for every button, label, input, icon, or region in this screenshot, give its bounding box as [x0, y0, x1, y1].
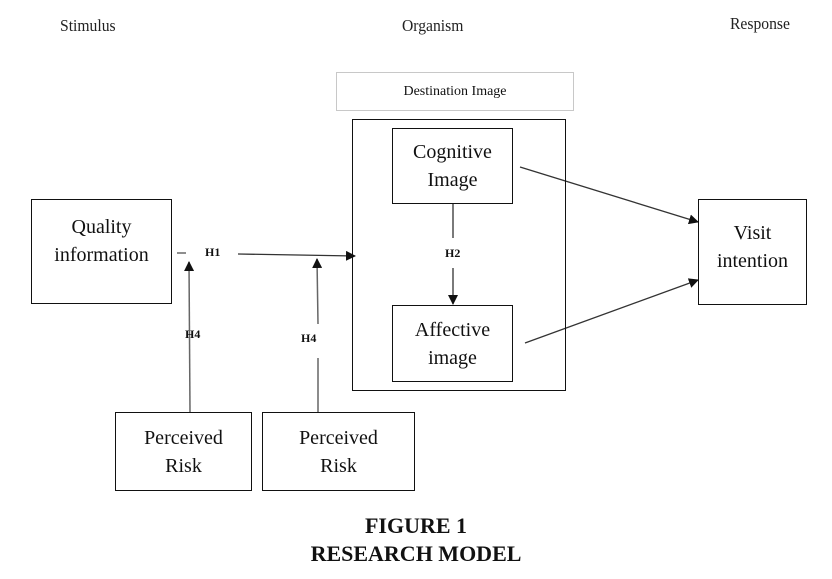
section-label-organism: Organism	[402, 16, 464, 35]
affective-to-visit-arrow	[524, 278, 699, 344]
section-label-response: Response	[730, 14, 790, 33]
hypothesis-label-h1: H1	[204, 245, 222, 260]
node-quality-information: Quality information	[31, 199, 172, 304]
h4-left-arrow	[184, 261, 195, 413]
node-perceived-risk-2: Perceived Risk	[262, 412, 415, 491]
node-perceived-risk-2-label: Perceived Risk	[299, 426, 378, 477]
hypothesis-label-h4-right: H4	[300, 331, 318, 346]
node-visit-intention-label: Visit intention	[716, 222, 789, 272]
node-affective-image: Affective image	[392, 305, 513, 382]
hypothesis-label-h2: H2	[444, 246, 462, 261]
node-visit-intention: Visit intention	[698, 199, 807, 305]
cognitive-to-visit-arrow	[519, 166, 699, 225]
section-label-stimulus: Stimulus	[60, 16, 116, 35]
node-cognitive-image: Cognitive Image	[392, 128, 513, 204]
node-quality-information-label: Quality information	[54, 215, 149, 266]
destination-image-label: Destination Image	[336, 72, 574, 111]
figure-number: FIGURE 1	[364, 513, 468, 538]
h4-right-arrow-upper	[312, 258, 323, 325]
destination-image-text: Destination Image	[403, 83, 507, 99]
organism-group-box	[352, 119, 566, 391]
figure-title: RESEARCH MODEL	[310, 541, 522, 566]
node-cognitive-image-label: Cognitive Image	[413, 141, 492, 191]
h1-arrow	[237, 250, 356, 261]
node-perceived-risk-1: Perceived Risk	[115, 412, 252, 491]
node-affective-image-label: Affective image	[414, 318, 491, 369]
node-perceived-risk-1-label: Perceived Risk	[144, 426, 223, 477]
hypothesis-label-h4-left: H4	[185, 327, 201, 341]
